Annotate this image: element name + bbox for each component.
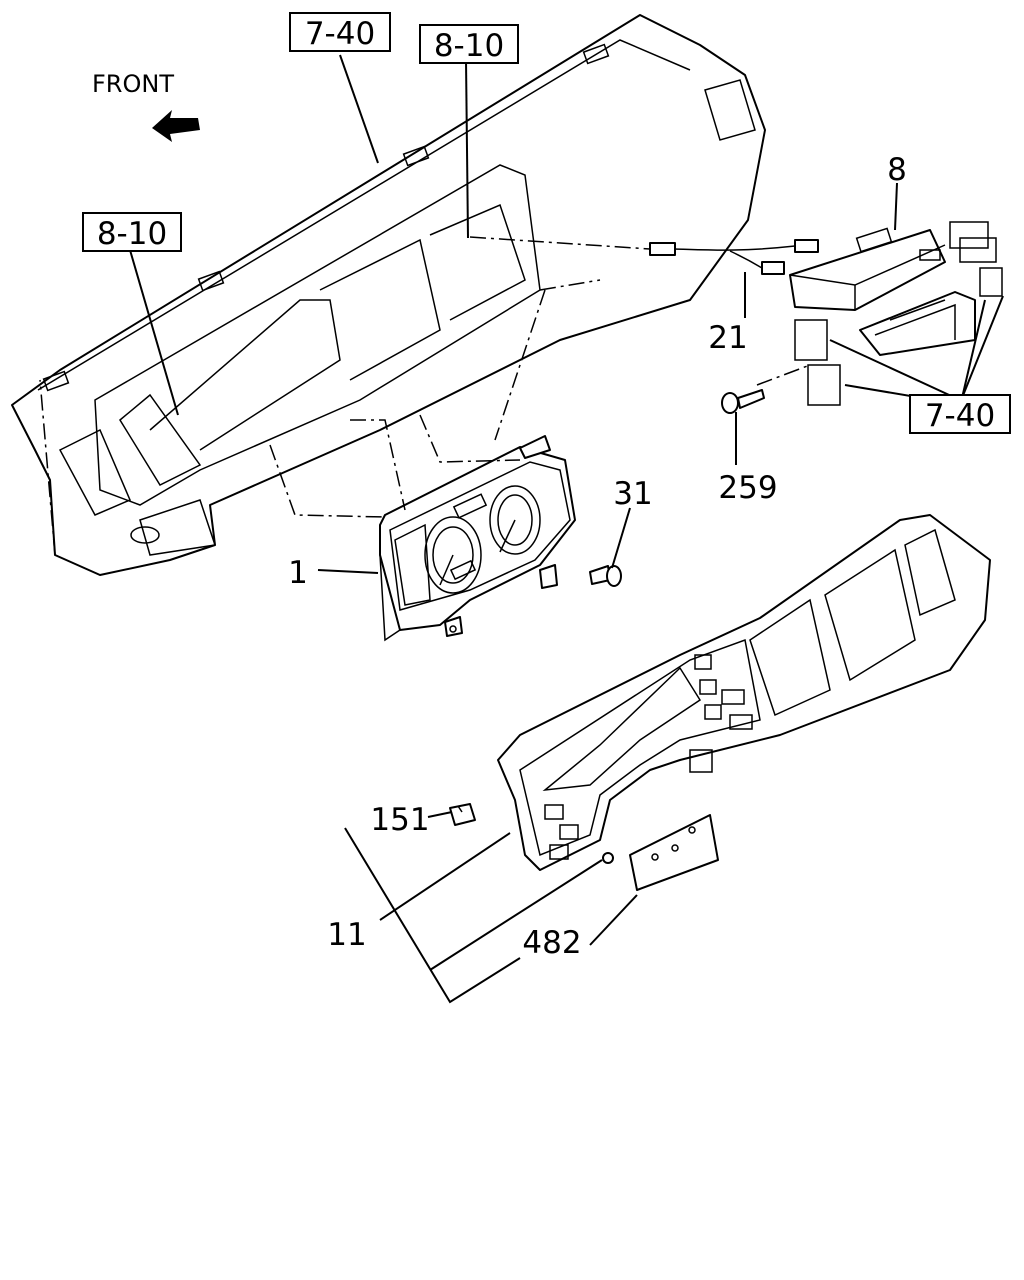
ref-box-8-10-left: 8-10	[82, 212, 182, 252]
callout-31: 31	[613, 476, 652, 512]
front-indicator: FRONT	[92, 70, 200, 142]
callout-1: 1	[288, 555, 308, 591]
callout-259: 259	[718, 470, 777, 506]
ref-box-7-40-top: 7-40	[289, 12, 391, 52]
callout-482: 482	[522, 925, 581, 961]
dashboard-panel	[11, 14, 766, 576]
svg-text:8-10: 8-10	[97, 216, 167, 252]
plate-482	[602, 814, 719, 891]
callout-151: 151	[370, 802, 429, 838]
wiring-harness-21	[469, 236, 819, 275]
dashboard-bezel-11	[497, 514, 991, 871]
radio-unit-8	[756, 221, 1003, 406]
instrument-cluster-1	[269, 414, 576, 642]
leader-lines	[129, 54, 1004, 1004]
svg-text:7-40: 7-40	[305, 16, 375, 52]
ref-box-7-40-right: 7-40	[909, 394, 1011, 434]
clip-151	[449, 803, 476, 826]
screw-31	[589, 565, 622, 587]
ref-box-8-10-top: 8-10	[419, 24, 519, 64]
front-label: FRONT	[92, 70, 174, 98]
front-arrow-icon	[152, 110, 200, 142]
callout-21: 21	[708, 320, 747, 356]
svg-text:8-10: 8-10	[434, 28, 504, 64]
screw-259	[721, 389, 765, 414]
callout-8: 8	[887, 152, 907, 188]
svg-text:7-40: 7-40	[925, 398, 995, 434]
callout-11: 11	[327, 917, 366, 953]
